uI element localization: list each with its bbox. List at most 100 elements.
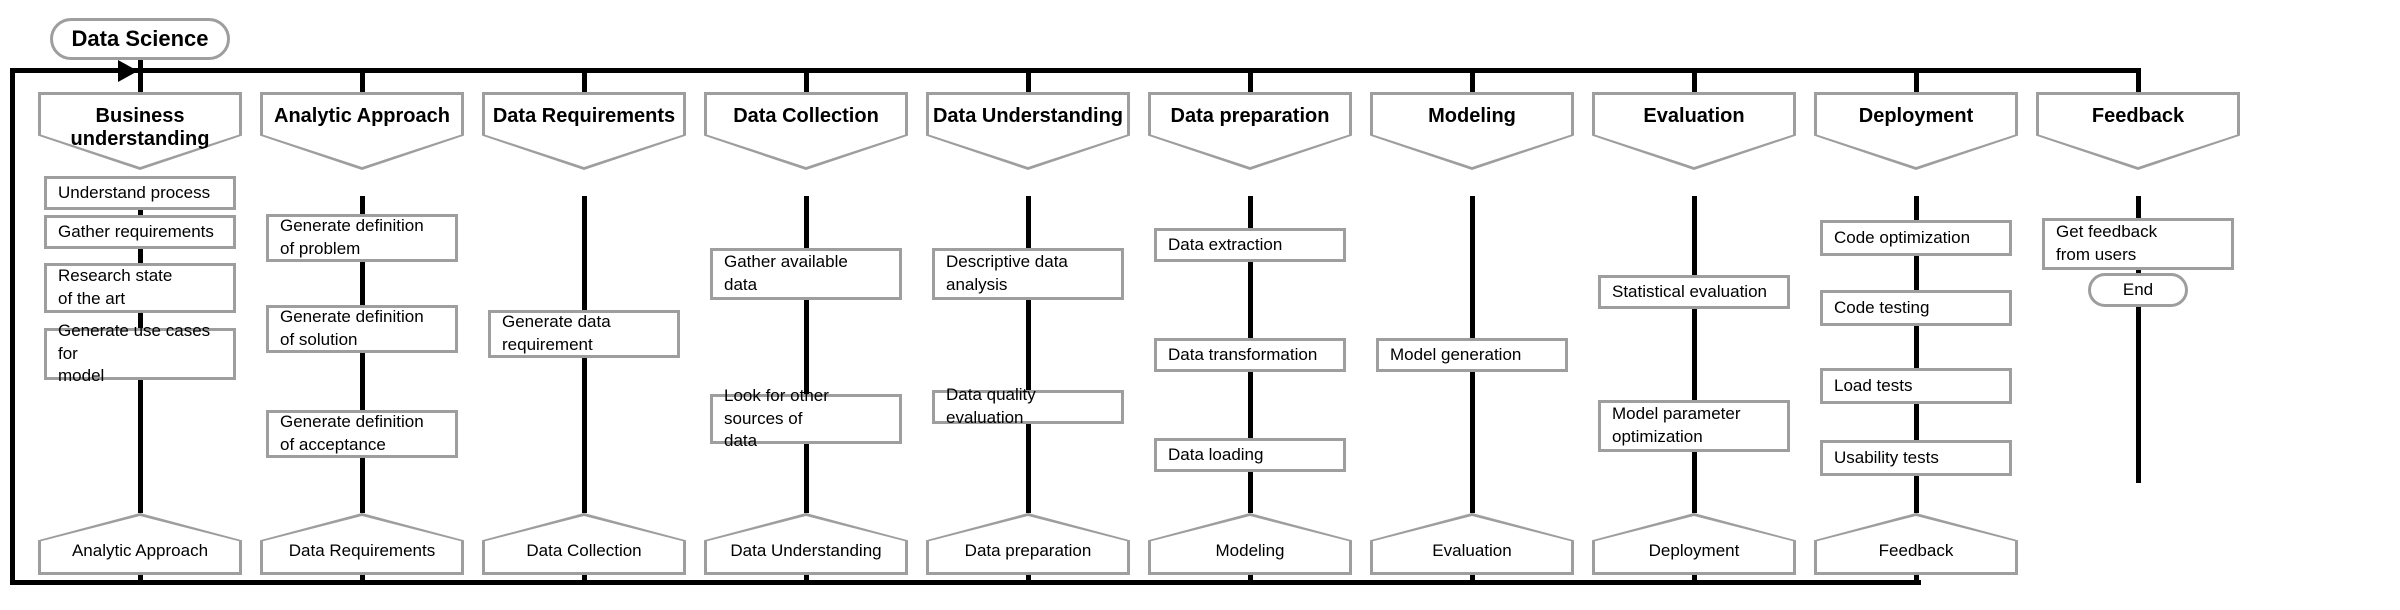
output-node-modeling[interactable]: Evaluation [1370,513,1574,575]
output-to-rail-data-preparation[interactable] [1248,575,1253,585]
connector-data-understanding-1[interactable] [1026,300,1031,390]
phase-header-data-collection[interactable]: Data Collection [704,92,908,170]
connector-analytic-approach-1[interactable] [360,262,365,305]
output-node-analytic-approach[interactable]: Data Requirements [260,513,464,575]
rail-to-header-connector-data-collection[interactable] [804,68,809,92]
connector-business-understanding-1[interactable] [138,210,143,215]
task-label[interactable]: Look for other sources of data [724,385,829,451]
task-label[interactable]: Get feedback from users [2056,222,2158,264]
task-label[interactable]: Code optimization [1834,227,1971,247]
task-box-business-understanding-1[interactable]: Understand process [44,176,236,210]
task-label[interactable]: Data extraction [1168,234,1283,254]
rail-to-header-connector-modeling[interactable] [1470,68,1475,92]
output-node-label[interactable]: Data Understanding [730,541,882,560]
output-node-label[interactable]: Evaluation [1432,541,1512,560]
task-label[interactable]: Statistical evaluation [1612,281,1767,301]
phase-header-label[interactable]: Data preparation [1170,105,1330,127]
task-box-analytic-approach-3[interactable]: Generate definition of acceptance [266,410,458,458]
output-node-data-preparation[interactable]: Modeling [1148,513,1352,575]
task-box-data-collection-2[interactable]: Look for other sources of data [710,386,902,450]
task-label[interactable]: Data transformation [1168,344,1318,364]
phase-header-business-understanding[interactable]: Business understanding [38,92,242,170]
start-node[interactable]: Data Science [50,18,230,60]
output-node-business-understanding[interactable]: Analytic Approach [38,513,242,575]
task-label[interactable]: Code testing [1834,297,1930,317]
rail-to-header-connector-evaluation[interactable] [1692,68,1697,92]
output-to-rail-data-collection[interactable] [804,575,809,585]
connector-evaluation-0[interactable] [1692,196,1697,275]
output-node-label[interactable]: Analytic Approach [71,541,209,560]
connector-data-collection-0[interactable] [804,196,809,248]
phase-header-evaluation[interactable]: Evaluation [1592,92,1796,170]
connector-feedback-0[interactable] [2136,196,2141,218]
end-node[interactable]: End [2088,273,2188,307]
connector-data-requirements-1[interactable] [582,358,587,513]
task-label[interactable]: Model parameter optimization [1612,404,1741,446]
output-to-rail-business-understanding[interactable] [138,575,143,585]
rail-to-header-connector-data-preparation[interactable] [1248,68,1253,92]
connector-data-preparation-2[interactable] [1248,372,1253,438]
task-label[interactable]: Generate definition of solution [280,307,424,349]
task-label[interactable]: Research state of the art [58,266,173,308]
rail-to-header-connector-analytic-approach[interactable] [360,68,365,92]
phase-header-feedback[interactable]: Feedback [2036,92,2240,170]
task-label[interactable]: Gather available data [724,252,848,294]
output-node-evaluation[interactable]: Deployment [1592,513,1796,575]
task-label[interactable]: Data loading [1168,444,1264,464]
phase-header-deployment[interactable]: Deployment [1814,92,2018,170]
connector-feedback-1[interactable] [2136,270,2141,483]
task-label[interactable]: Model generation [1390,344,1522,364]
output-node-data-requirements[interactable]: Data Collection [482,513,686,575]
connector-analytic-approach-0[interactable] [360,196,365,214]
connector-data-collection-2[interactable] [804,444,809,513]
connector-business-understanding-2[interactable] [138,249,143,263]
output-node-label[interactable]: Data Collection [526,541,642,560]
task-box-evaluation-1[interactable]: Statistical evaluation [1598,275,1790,309]
task-box-feedback-1[interactable]: Get feedback from users [2042,218,2234,270]
task-box-business-understanding-3[interactable]: Research state of the art [44,263,236,313]
output-node-label[interactable]: Data preparation [964,541,1092,560]
flow-arrow-icon[interactable] [118,60,138,82]
task-box-data-understanding-2[interactable]: Data quality evaluation [932,385,1124,427]
phase-header-label[interactable]: Analytic Approach [274,105,450,127]
task-box-deployment-3[interactable]: Load tests [1820,368,2012,404]
task-box-deployment-4[interactable]: Usability tests [1820,440,2012,476]
task-box-deployment-2[interactable]: Code testing [1820,290,2012,326]
connector-data-understanding-2[interactable] [1026,424,1031,513]
task-box-analytic-approach-1[interactable]: Generate definition of problem [266,214,458,262]
task-box-data-preparation-3[interactable]: Data loading [1154,438,1346,472]
phase-header-data-requirements[interactable]: Data Requirements [482,92,686,170]
output-node-data-understanding[interactable]: Data preparation [926,513,1130,575]
connector-deployment-1[interactable] [1914,256,1919,290]
connector-analytic-approach-2[interactable] [360,353,365,410]
phase-header-label[interactable]: Evaluation [1643,105,1745,127]
phase-header-label[interactable]: Data Collection [733,105,879,127]
task-box-evaluation-2[interactable]: Model parameter optimization [1598,400,1790,452]
connector-modeling-0[interactable] [1470,196,1475,338]
rail-to-header-connector-deployment[interactable] [1914,68,1919,92]
output-to-rail-analytic-approach[interactable] [360,575,365,585]
connector-data-requirements-0[interactable] [582,196,587,310]
output-node-label[interactable]: Modeling [1215,541,1285,560]
phase-header-label[interactable]: Modeling [1428,105,1516,127]
connector-data-collection-1[interactable] [804,300,809,394]
output-to-rail-evaluation[interactable] [1692,575,1697,585]
task-label[interactable]: Gather requirements [58,221,214,241]
output-node-label[interactable]: Feedback [1878,541,1954,560]
connector-deployment-4[interactable] [1914,476,1919,513]
connector-evaluation-2[interactable] [1692,452,1697,513]
output-node-label[interactable]: Data Requirements [288,541,436,560]
task-label[interactable]: Understand process [58,182,211,202]
task-label[interactable]: Generate definition of problem [280,216,424,258]
start-stem[interactable] [138,60,143,73]
connector-business-understanding-4[interactable] [138,380,143,513]
connector-evaluation-1[interactable] [1692,309,1697,400]
connector-data-understanding-0[interactable] [1026,196,1031,248]
connector-modeling-1[interactable] [1470,372,1475,513]
rail-to-header-connector-data-requirements[interactable] [582,68,587,92]
output-to-rail-data-understanding[interactable] [1026,575,1031,585]
phase-header-label[interactable]: Data Understanding [932,105,1124,127]
phase-header-modeling[interactable]: Modeling [1370,92,1574,170]
connector-data-preparation-3[interactable] [1248,472,1253,513]
task-label[interactable]: Descriptive data analysis [946,252,1068,294]
